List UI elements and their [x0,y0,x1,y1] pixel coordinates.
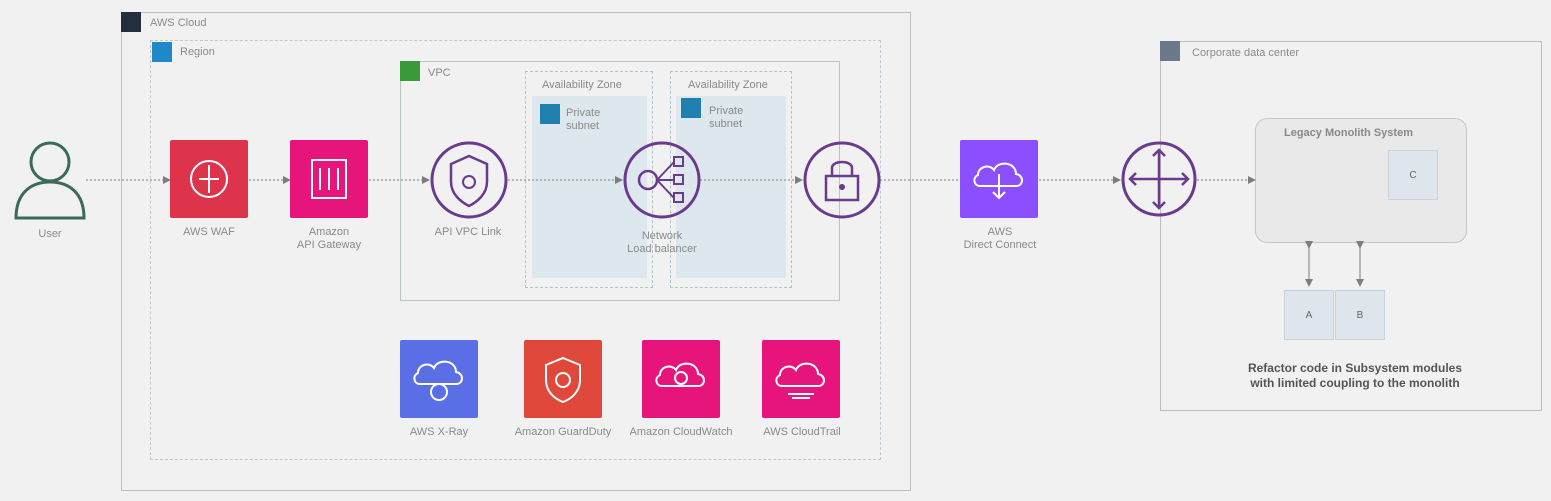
subnet1-lock-icon [540,104,560,124]
region-group [150,40,881,460]
vpc-label: VPC [428,67,451,79]
xray-tile [400,340,478,418]
subsystem-a: A [1284,290,1334,340]
waf-icon [190,160,228,198]
cloudwatch-label: Amazon CloudWatch [629,426,733,438]
monolith-label: Legacy Monolith System [1284,127,1413,139]
router-icon [1121,141,1197,217]
cloudtrail-tile [762,340,840,418]
subnet2-label: Private subnet [709,105,744,130]
corporate-dc-icon [1160,41,1180,61]
direct-connect-tile [960,140,1038,218]
cloudwatch-icon [655,362,705,387]
subnet2-lock-icon [681,98,701,118]
vpc-link-label: API VPC Link [434,226,502,238]
nlb-label: Network Load balancer [627,230,697,255]
aws-cloud-group [121,12,911,491]
subnet1-label: Private subnet [566,107,601,132]
az2-label: Availability Zone [688,79,768,91]
vpc-group [400,61,840,301]
guardduty-tile [524,340,602,418]
aws-waf-tile [170,140,248,218]
xray-label: AWS X-Ray [409,426,469,438]
cloudtrail-label: AWS CloudTrail [763,426,841,438]
aws-cloud-icon [121,12,141,32]
vpc-link-icon [430,141,508,219]
aws-cloud-label: AWS Cloud [150,17,207,29]
region-label: Region [180,46,215,58]
apigw-label: Amazon API Gateway [296,226,362,251]
az1-label: Availability Zone [542,79,622,91]
cloudtrail-icon [775,362,825,399]
subsystem-b: B [1335,290,1385,340]
region-icon [152,42,172,62]
user-label: User [38,228,62,240]
user-icon [14,141,86,220]
guardduty-label: Amazon GuardDuty [514,426,612,438]
api-gateway-icon [311,159,347,199]
dx-label: AWS Direct Connect [963,226,1037,251]
private-subnet-2 [676,96,786,278]
subsystem-c: C [1388,150,1438,200]
refactor-note: Refactor code in Subsystem modules with … [1247,361,1463,390]
nlb-icon [623,141,701,219]
corporate-data-center-group [1160,41,1542,411]
cloudwatch-tile [642,340,720,418]
xray-icon [413,360,463,401]
direct-connect-icon [973,162,1023,200]
lock-icon [803,141,881,219]
private-subnet-1 [532,96,647,278]
api-gateway-tile [290,140,368,218]
guardduty-icon [545,356,581,404]
corporate-dc-label: Corporate data center [1192,47,1300,59]
vpc-icon [400,61,420,81]
waf-label: AWS WAF [183,226,235,238]
